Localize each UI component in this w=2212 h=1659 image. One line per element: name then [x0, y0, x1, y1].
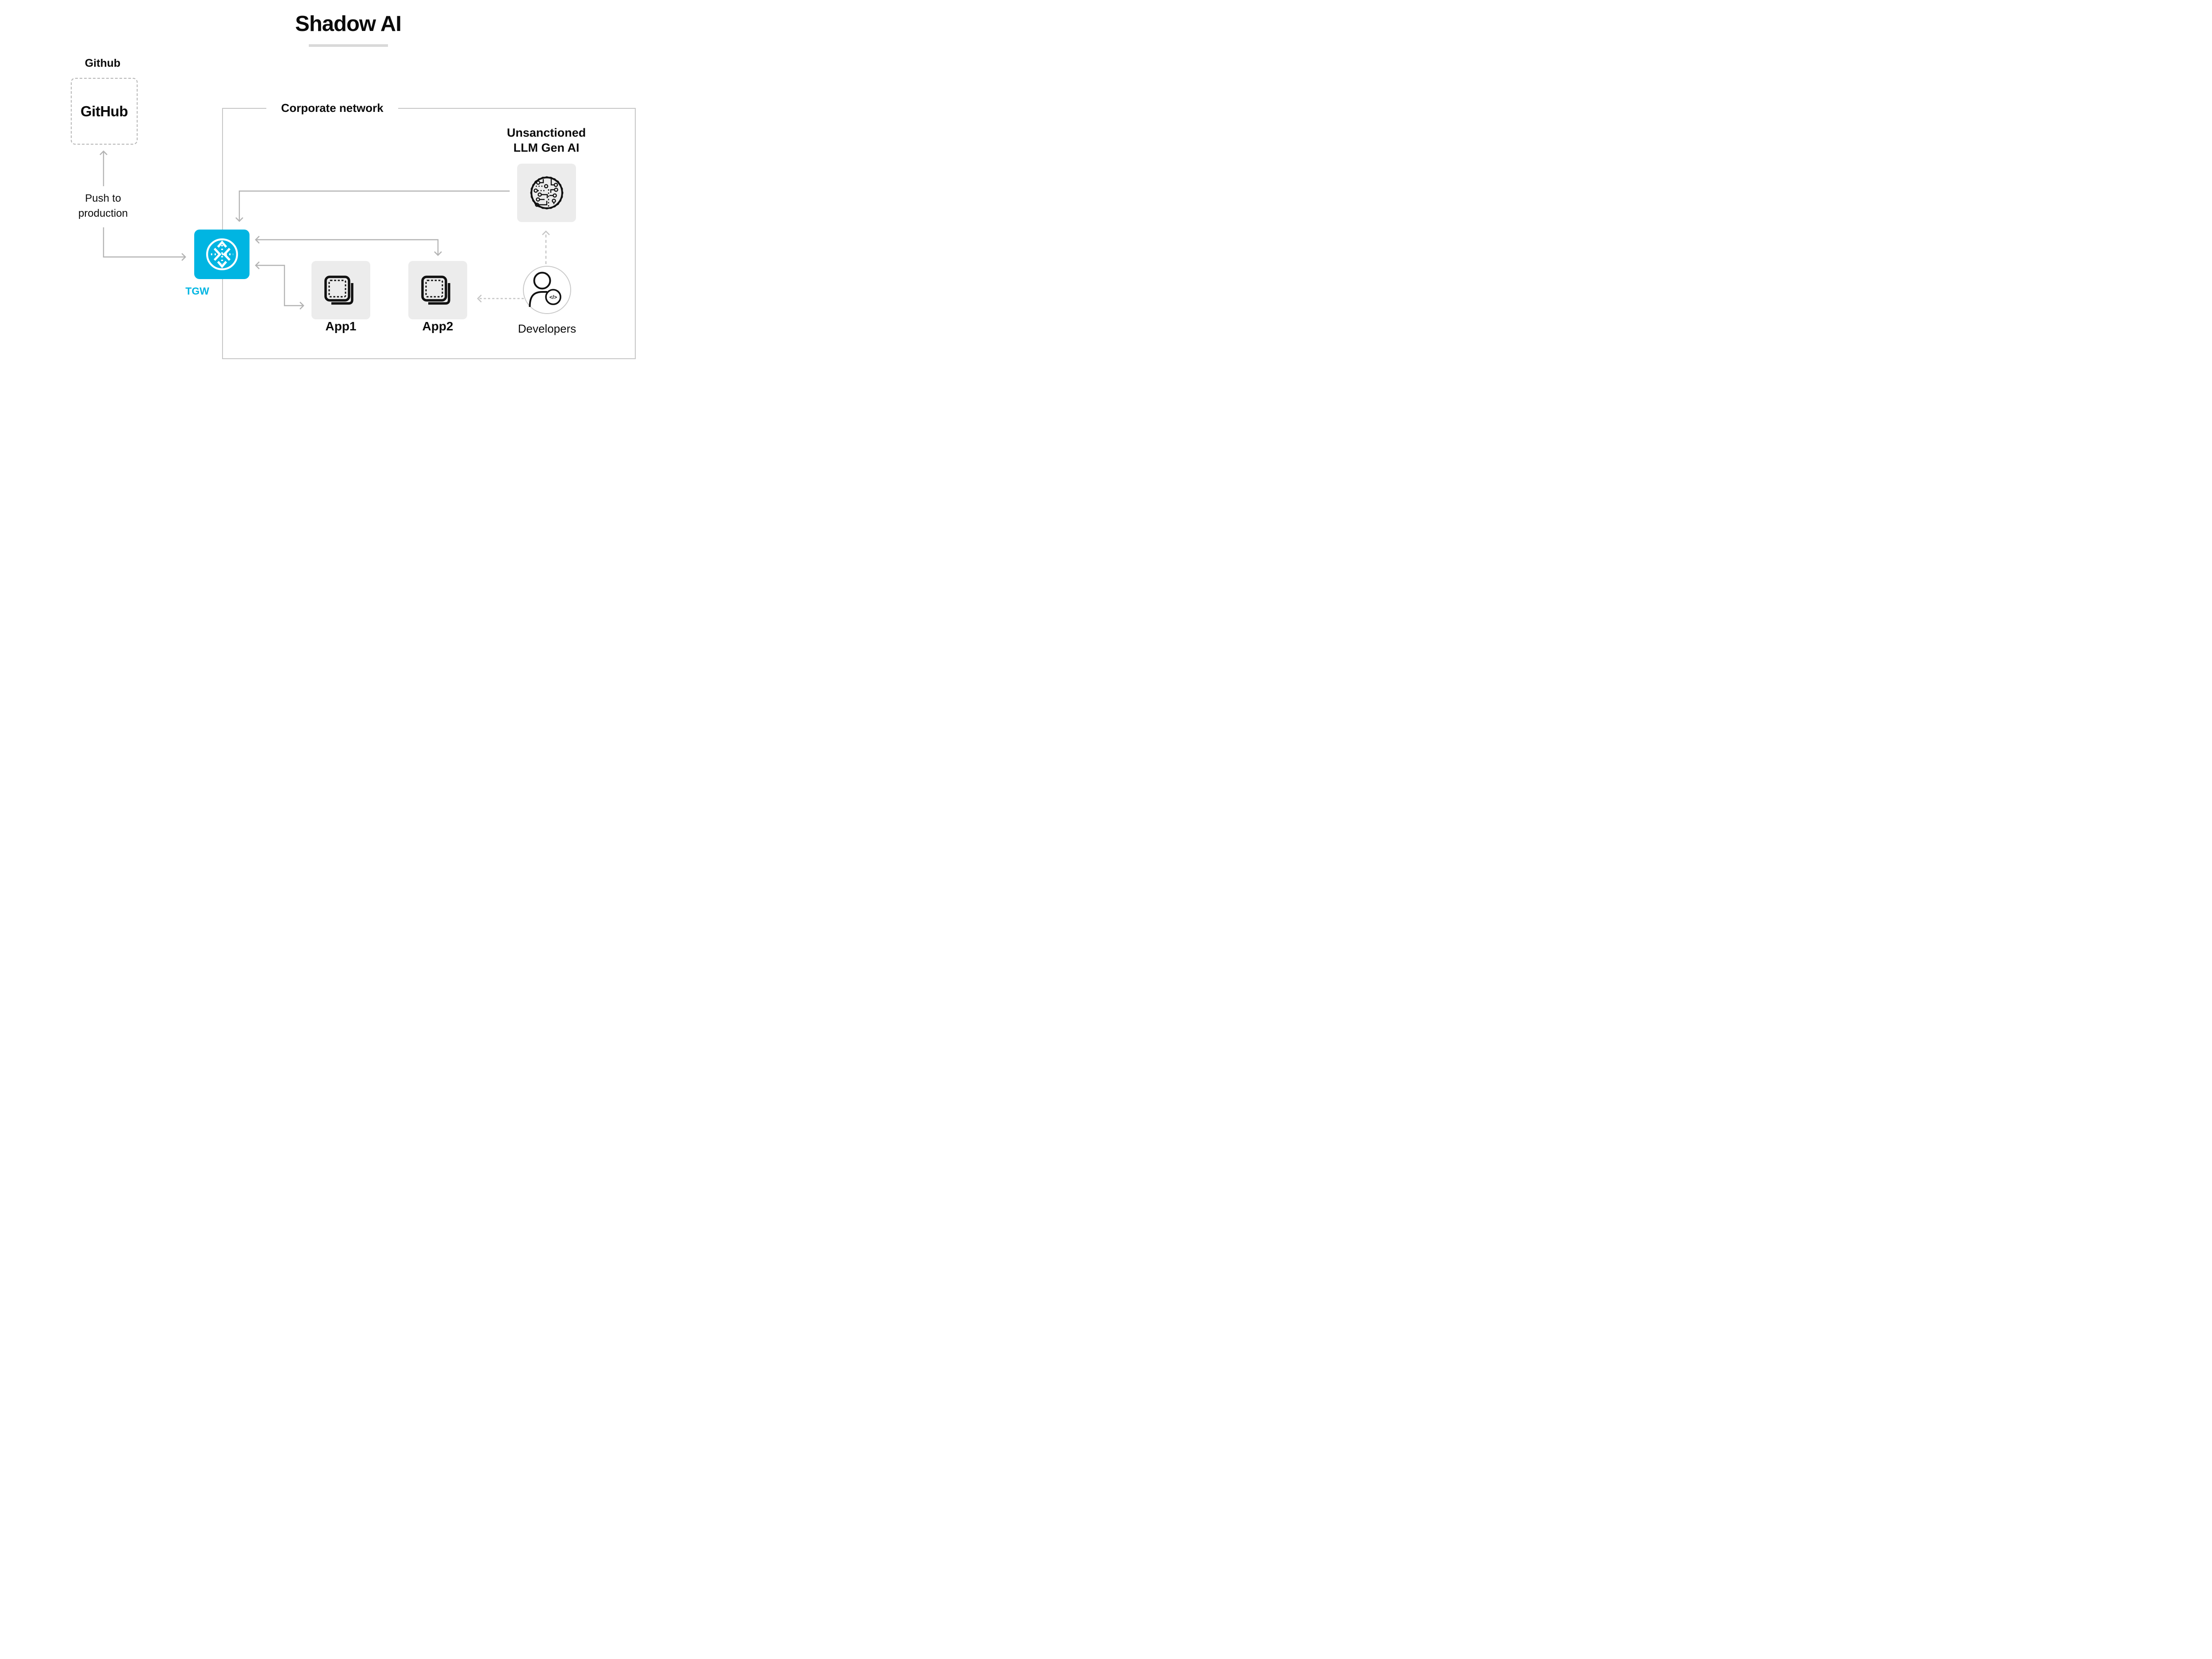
- connector-layer: [100, 150, 550, 310]
- github-logo: GitHub: [81, 103, 128, 119]
- push-to-production-note: Push to production: [78, 192, 128, 219]
- arrow-llm-to-tgw: [235, 190, 510, 222]
- arrow-push-to-tgw: [103, 227, 186, 261]
- stacked-apps-icon: [421, 276, 450, 305]
- code-badge-glyph: </>: [549, 294, 557, 300]
- app1-label: App1: [325, 319, 357, 333]
- github-label: Github: [84, 57, 121, 69]
- stacked-apps-icon: [324, 276, 353, 305]
- router-icon: [206, 238, 238, 270]
- tgw-label: TGW: [185, 285, 209, 297]
- developers-node: </>: [523, 266, 571, 314]
- llm-node: [517, 164, 576, 222]
- app2-node: [408, 261, 467, 319]
- developers-label: Developers: [518, 322, 576, 335]
- corporate-network-label: Corporate network: [266, 101, 398, 115]
- github-box: GitHub: [71, 78, 138, 145]
- app1-node: [311, 261, 370, 319]
- tgw-node: [194, 230, 250, 279]
- ai-chip-icon: [530, 176, 564, 210]
- title-underline: [309, 44, 388, 47]
- llm-label: Unsanctioned LLM Gen AI: [507, 126, 586, 154]
- arrow-tgw-app2: [255, 236, 442, 256]
- developer-code-icon: </>: [529, 272, 561, 307]
- app2-label: App2: [422, 319, 453, 333]
- arrow-tgw-app1: [255, 261, 304, 310]
- shadow-ai-diagram: Shadow AI Github GitHub Push to producti…: [0, 0, 683, 384]
- page-title: Shadow AI: [295, 12, 402, 36]
